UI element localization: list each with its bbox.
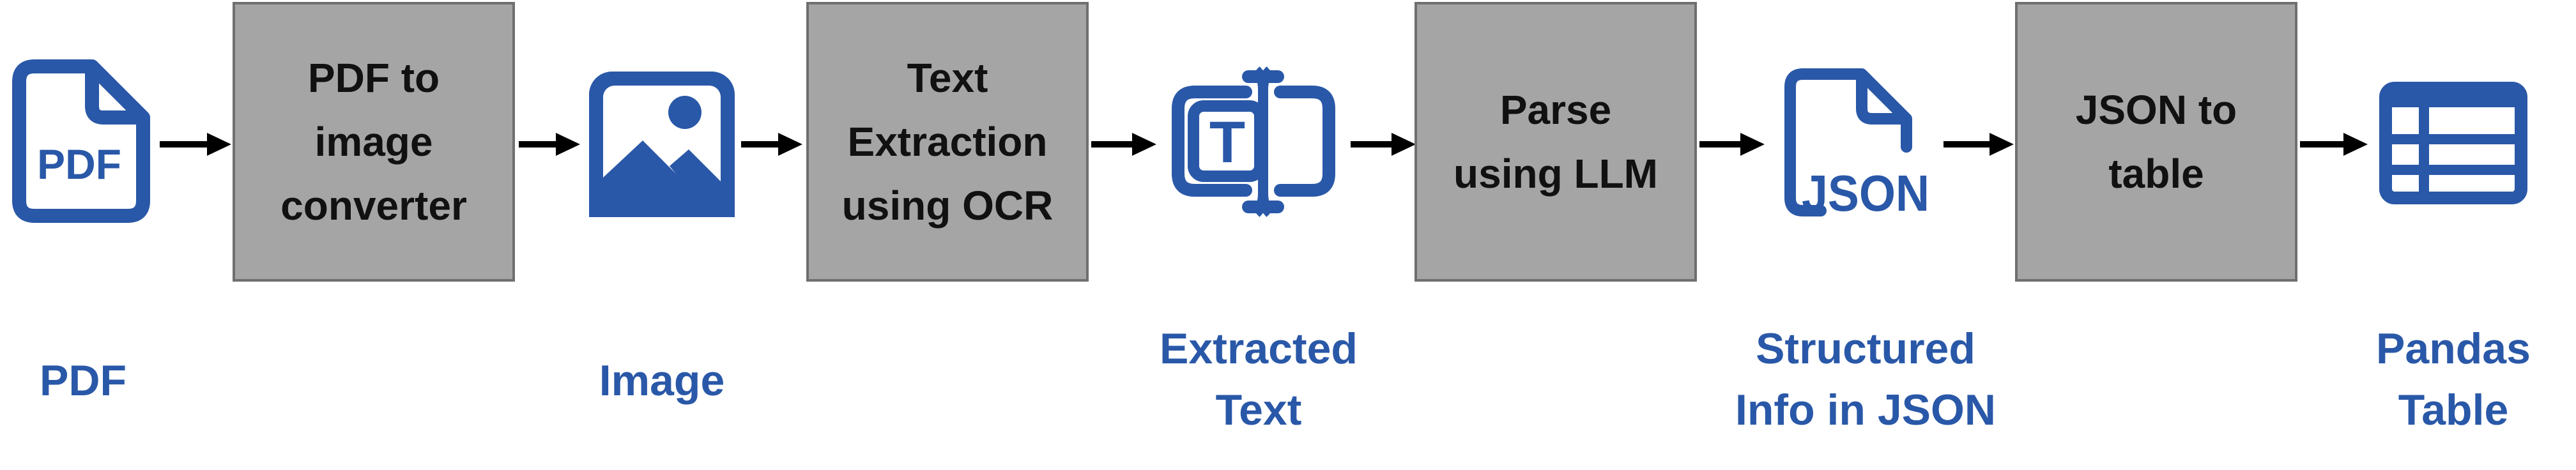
- node-caption-pdf: PDF: [40, 356, 126, 405]
- arrow-icon: [519, 133, 580, 156]
- arrow-icon: [1699, 133, 1765, 156]
- json-file-icon: JSON: [1784, 68, 1929, 222]
- process-box-label: Parse using LLM: [1453, 87, 1658, 197]
- pdf-file-icon: PDF: [12, 59, 150, 223]
- process-box-llm: Parse using LLM: [1414, 2, 1697, 282]
- process-box-pdf-to-image: PDF to image converter: [233, 2, 515, 282]
- arrow-icon: [1351, 133, 1416, 156]
- svg-text:JSON: JSON: [1802, 165, 1929, 222]
- svg-text:PDF: PDF: [37, 140, 121, 188]
- node-caption-structured-json: Structured Info in JSON: [1735, 324, 1996, 434]
- node-caption-extracted-text: Extracted Text: [1160, 324, 1358, 434]
- image-icon: [589, 72, 735, 217]
- process-box-label: Text Extraction using OCR: [841, 55, 1054, 229]
- table-icon: [2379, 82, 2527, 204]
- node-caption-pandas-table: Pandas Table: [2376, 324, 2531, 434]
- process-box-label: JSON to table: [2075, 87, 2237, 197]
- svg-text:T: T: [1209, 110, 1245, 175]
- process-box-label: PDF to image converter: [280, 55, 467, 229]
- arrow-icon: [1943, 133, 2014, 156]
- arrow-icon: [2300, 133, 2368, 156]
- text-extract-icon: T: [1172, 66, 1335, 217]
- arrow-icon: [741, 133, 802, 156]
- process-box-ocr: Text Extraction using OCR: [806, 2, 1089, 282]
- process-box-json-to-table: JSON to table: [2015, 2, 2297, 282]
- node-caption-image: Image: [599, 356, 725, 405]
- arrow-icon: [1091, 133, 1156, 156]
- arrow-icon: [160, 133, 231, 156]
